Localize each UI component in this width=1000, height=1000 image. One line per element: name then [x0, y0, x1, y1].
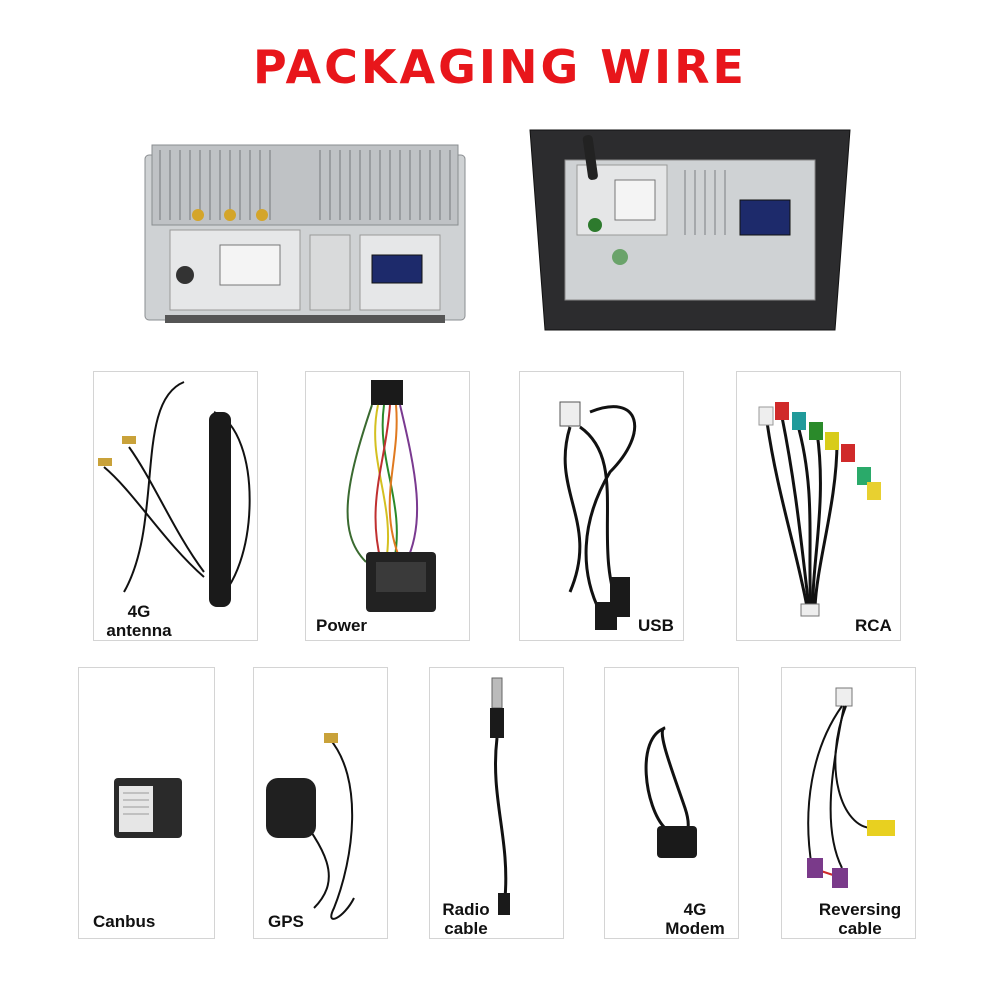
item-card-radio-cable: Radio cable — [429, 667, 564, 939]
item-label-line1: Canbus — [93, 912, 156, 931]
item-label-line1: Reversing — [818, 900, 902, 919]
item-label-line2: cable — [444, 919, 488, 938]
item-label-radio-cable: Radio cable — [436, 900, 496, 938]
power-harness-icon — [346, 380, 436, 612]
antenna-icon — [98, 381, 251, 607]
rca-cable-icon — [758, 402, 881, 617]
page-title: PACKAGING WIRE — [253, 40, 747, 94]
item-label-line2: Modem — [665, 919, 725, 938]
item-card-canbus: Canbus — [78, 667, 215, 939]
item-label-line1: RCA — [855, 616, 892, 635]
item-card-4g-antenna: 4G antenna — [93, 371, 258, 641]
item-card-rca: RCA — [736, 371, 901, 641]
item-label-line1: 4G — [683, 900, 707, 919]
item-card-reversing-cable: Reversing cable — [781, 667, 916, 939]
item-label-line1: Power — [316, 616, 368, 635]
head-unit-frame-image — [529, 129, 851, 331]
canbus-box-icon — [114, 778, 182, 838]
item-card-4g-modem: 4G Modem — [604, 667, 739, 939]
usb-cable-icon — [559, 401, 637, 630]
item-label-reversing-cable: Reversing cable — [810, 900, 910, 938]
item-label-4g-modem: 4G Modem — [655, 900, 735, 938]
gps-antenna-icon — [266, 733, 355, 920]
item-label-line1: GPS — [268, 912, 304, 931]
item-label-line2: cable — [838, 919, 882, 938]
item-label-gps: GPS — [268, 912, 304, 931]
item-label-4g-antenna: 4G antenna — [99, 602, 179, 640]
item-label-power: Power — [316, 616, 367, 635]
item-label-line1: Radio — [442, 900, 490, 919]
item-label-usb: USB — [638, 616, 674, 635]
head-unit-back-image — [144, 144, 466, 323]
reversing-cable-icon — [807, 687, 895, 888]
modem-icon — [644, 726, 697, 858]
item-card-power: Power — [305, 371, 470, 641]
radio-cable-icon — [490, 677, 510, 915]
item-label-rca: RCA — [855, 616, 892, 635]
item-label-line1: 4G — [127, 602, 151, 621]
item-card-usb: USB — [519, 371, 684, 641]
item-card-gps: GPS — [253, 667, 388, 939]
item-label-line2: antenna — [106, 621, 172, 640]
item-label-canbus: Canbus — [93, 912, 155, 931]
item-label-line1: USB — [638, 616, 674, 635]
